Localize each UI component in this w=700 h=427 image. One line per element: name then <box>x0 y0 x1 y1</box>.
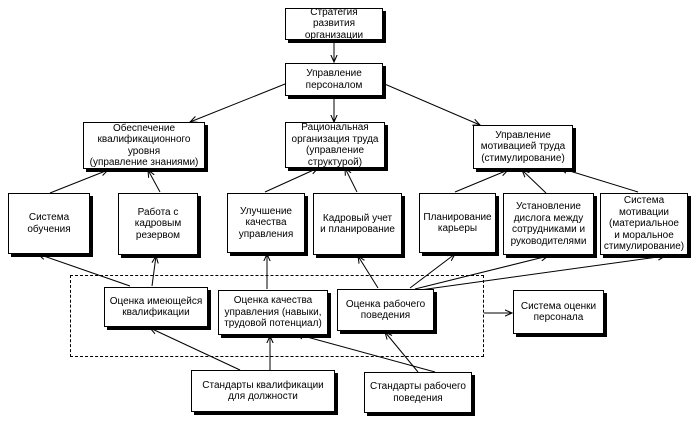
node-career-planning: Планирование карьеры <box>419 193 496 253</box>
link-behavior-to-career <box>409 254 455 289</box>
node-training-system: Система обучения <box>8 193 90 254</box>
link-hr-to-qualification <box>190 81 291 122</box>
node-behavior-standards: Стандарты рабочего поведения <box>364 372 472 413</box>
link-qual-standards-to-qual-assessment <box>150 328 241 371</box>
node-rational-org: Рациональная организация труда (управлен… <box>285 122 385 168</box>
link-behavior-to-motivation-system <box>419 256 665 291</box>
node-qualification-assessment: Оценка имеющейся квалификации <box>104 287 208 327</box>
node-hr-management: Управление персоналом <box>285 63 383 96</box>
link-hr-to-motivation <box>379 81 480 125</box>
link-qual-assessment-to-reserve <box>152 256 156 287</box>
link-mgmt-quality-to-rational <box>264 168 318 193</box>
node-dialogue: Установление дислога между сотрудниками … <box>503 193 594 255</box>
assessment-group-frame <box>70 275 484 357</box>
node-assessment-system: Система оценки персонала <box>513 290 604 334</box>
node-motivation-system: Система мотивации (материальное и мораль… <box>600 193 688 255</box>
node-strategy: Стратегия развития организации <box>285 8 383 40</box>
link-dialogue-to-motivation <box>522 170 547 194</box>
link-behavior-standards-to-mq-assessment <box>296 334 436 373</box>
node-motivation-management: Управление мотивацией труда (стимулирова… <box>473 125 573 169</box>
link-reserve-to-qualification <box>148 170 161 193</box>
link-hr-accounting-to-rational <box>345 168 358 193</box>
node-qualification-level: Обеспечение квалификационного уровня (уп… <box>83 122 205 169</box>
node-management-quality-assessment: Оценка качества управления (навыки, труд… <box>218 290 328 335</box>
node-management-quality-improvement: Улучшение качества управления <box>227 193 305 253</box>
link-qual-assessment-to-training <box>38 254 131 287</box>
node-qualification-standards: Стандарты квалификации для должности <box>191 370 335 412</box>
node-hr-accounting-planning: Кадровый учет и планирование <box>313 193 402 255</box>
node-personnel-reserve: Работа с кадровым резервом <box>118 193 198 255</box>
node-work-behavior-assessment: Оценка рабочего поведения <box>337 289 434 331</box>
link-behavior-to-hr-accounting <box>358 256 379 289</box>
link-motivation-system-to-motivation <box>560 168 639 193</box>
link-career-to-motivation <box>454 170 508 193</box>
link-behavior-to-dialogue <box>414 256 548 290</box>
link-training-to-qualification <box>49 170 108 194</box>
